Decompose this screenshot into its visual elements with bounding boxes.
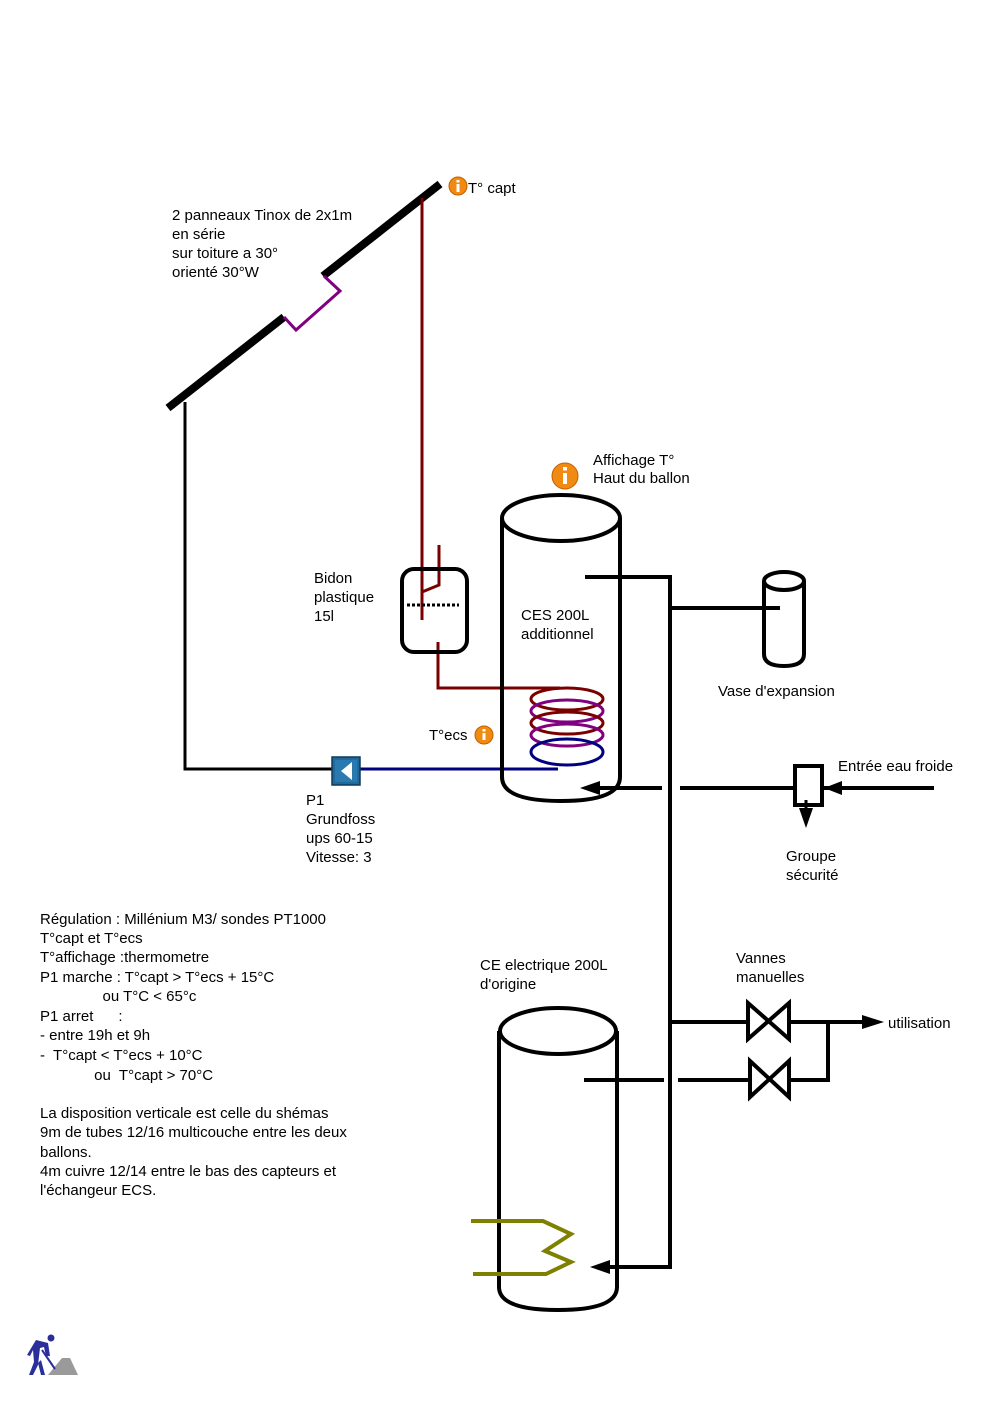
- note-line: T°capt et T°ecs: [40, 930, 143, 947]
- note-line: P1 marche : T°capt > T°ecs + 15°C: [40, 969, 274, 986]
- electric-heating-element: [471, 1219, 576, 1276]
- note-line: La disposition verticale est celle du sh…: [40, 1105, 329, 1122]
- pump-label-line: P1: [306, 792, 324, 809]
- collector-return-pipe: [183, 402, 333, 771]
- collector-desc-line: orienté 30°W: [172, 264, 260, 281]
- note-line: T°affichage :thermometre: [40, 949, 209, 966]
- note-line: P1 arret :: [40, 1008, 123, 1025]
- expansion-vessel[interactable]: [762, 570, 806, 669]
- manual-valve-lower[interactable]: [748, 1056, 791, 1102]
- arrow-icon: [862, 1015, 884, 1029]
- drainback-tank[interactable]: [400, 567, 469, 654]
- collector-desc-line: sur toiture a 30°: [172, 245, 278, 262]
- note-line: ballons.: [40, 1144, 92, 1161]
- storage-tank-label: CES 200L additionnel: [521, 607, 594, 643]
- pump-label-line: ups 60-15: [306, 830, 373, 847]
- collector-desc-line: 2 panneaux Tinox de 2x1m: [172, 207, 352, 224]
- drainback-label-line: Bidon: [314, 570, 352, 587]
- arrow-icon: [590, 1260, 610, 1274]
- pump-label-line: Vitesse: 3: [306, 849, 372, 866]
- circulation-pump[interactable]: [331, 756, 361, 786]
- tank-display-sensor[interactable]: Affichage T° Haut du ballon: [551, 452, 690, 490]
- arrow-icon: [799, 808, 813, 828]
- panel-link-pipe: [282, 274, 343, 333]
- solar-coil-exchanger: [529, 686, 605, 767]
- electric-tank-label-line: CE electrique 200L: [480, 957, 608, 974]
- drainback-label-line: plastique: [314, 589, 374, 606]
- display-label-line: Affichage T°: [593, 452, 674, 469]
- note-line: - entre 19h et 9h: [40, 1027, 150, 1044]
- collector-sensor-label: T° capt: [468, 180, 517, 197]
- ecs-sensor[interactable]: T°ecs: [429, 725, 494, 745]
- outlet-label: utilisation: [888, 1015, 951, 1032]
- valve-merge-pipe: [789, 1020, 830, 1082]
- pump-label-line: Grundfoss: [306, 811, 375, 828]
- arrow-icon: [824, 781, 842, 795]
- drainback-to-exchanger-pipe: [436, 642, 560, 690]
- note-line: ou T°capt > 70°C: [40, 1067, 213, 1084]
- collector-sensor[interactable]: T° capt: [448, 176, 517, 197]
- domestic-water-network: [580, 575, 934, 1274]
- safety-group[interactable]: [793, 764, 824, 828]
- note-line: 4m cuivre 12/14 entre le bas des capteur…: [40, 1163, 337, 1180]
- cold-inlet-label: Entrée eau froide: [838, 758, 953, 775]
- info-icon: [551, 462, 579, 490]
- pump-label: P1 Grundfoss ups 60-15 Vitesse: 3: [306, 792, 375, 866]
- installation-notes: La disposition verticale est celle du sh…: [40, 1105, 347, 1199]
- info-icon: [474, 725, 494, 745]
- expansion-vessel-label: Vase d'expansion: [718, 683, 835, 700]
- collector-desc-line: en série: [172, 226, 225, 243]
- electric-tank-label-line: d'origine: [480, 976, 536, 993]
- note-line: 9m de tubes 12/16 multicouche entre les …: [40, 1124, 347, 1141]
- manual-valve-upper[interactable]: [746, 998, 791, 1044]
- solar-tank-outlet-pipe: [585, 575, 672, 1269]
- arrow-icon: [580, 781, 600, 795]
- valves-label: Vannes manuelles: [736, 950, 804, 986]
- ecs-sensor-label: T°ecs: [429, 727, 468, 744]
- valves-label-line: Vannes: [736, 950, 786, 967]
- drainback-label-line: 15l: [314, 608, 334, 625]
- info-icon: [448, 176, 468, 196]
- note-line: - T°capt < T°ecs + 10°C: [40, 1047, 203, 1064]
- electric-tank[interactable]: [497, 1006, 619, 1313]
- valves-label-line: manuelles: [736, 969, 804, 986]
- note-line: Régulation : Millénium M3/ sondes PT1000: [40, 911, 326, 928]
- storage-tank-label-line: additionnel: [521, 626, 594, 643]
- safety-group-label: Groupe sécurité: [786, 848, 839, 884]
- safety-group-label-line: sécurité: [786, 867, 839, 884]
- safety-group-label-line: Groupe: [786, 848, 836, 865]
- regulation-notes: Régulation : Millénium M3/ sondes PT1000…: [40, 911, 326, 1084]
- drainback-vent-pipe: [421, 545, 441, 594]
- electric-tank-label: CE electrique 200L d'origine: [480, 957, 608, 993]
- note-line: l'échangeur ECS.: [40, 1182, 156, 1199]
- display-label-line: Haut du ballon: [593, 470, 690, 487]
- note-line: ou T°C < 65°c: [40, 988, 197, 1005]
- drainback-label: Bidon plastique 15l: [314, 570, 374, 625]
- worker-digging-icon: [27, 1334, 78, 1375]
- collector-panel-lower: [165, 313, 287, 412]
- pump-direction-icon: [341, 762, 352, 780]
- collector-loop: [183, 198, 560, 771]
- collector-description: 2 panneaux Tinox de 2x1m en série sur to…: [172, 207, 352, 281]
- storage-tank-label-line: CES 200L: [521, 607, 589, 624]
